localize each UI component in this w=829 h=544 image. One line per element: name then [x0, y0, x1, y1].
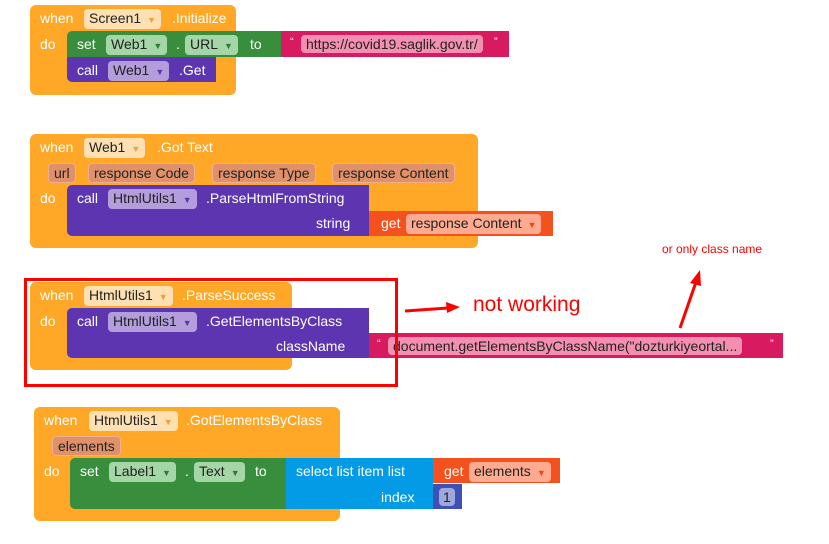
number-field[interactable]: 1 — [439, 488, 455, 506]
variable-dropdown[interactable]: elements ▼ — [469, 462, 551, 482]
chevron-down-icon: ▼ — [182, 195, 192, 205]
component-dropdown[interactable]: Screen1 ▼ — [84, 9, 162, 29]
dot-label: . — [176, 36, 180, 52]
event-name: .Initialize — [172, 10, 227, 26]
to-label: to — [250, 36, 262, 52]
call-label: call — [77, 190, 99, 206]
component-dropdown[interactable]: Label1 ▼ — [109, 462, 176, 482]
dropdown-value: Web1 — [89, 139, 126, 155]
dropdown-value: Screen1 — [89, 10, 142, 26]
select-list-item-block[interactable] — [286, 458, 433, 509]
do-label: do — [40, 36, 56, 52]
get-label: get — [381, 215, 401, 231]
chevron-down-icon: ▼ — [131, 144, 141, 154]
when-label: when — [40, 287, 74, 303]
event-name: .GotElementsByClass — [186, 412, 323, 428]
get-label: get — [444, 463, 464, 479]
property-dropdown[interactable]: Text ▼ — [194, 462, 245, 482]
dropdown-value: HtmlUtils1 — [89, 287, 153, 303]
event-name: .Got Text — [157, 139, 213, 155]
dropdown-value: HtmlUtils1 — [94, 412, 158, 428]
do-label: do — [40, 190, 56, 206]
select-list-item-label: select list item list — [296, 463, 405, 479]
arrow-right-icon — [404, 302, 460, 313]
highlight-box — [24, 278, 398, 387]
when-label: when — [40, 10, 74, 26]
chevron-down-icon: ▼ — [153, 41, 163, 51]
chevron-down-icon: ▼ — [155, 67, 165, 77]
chevron-down-icon: ▼ — [230, 468, 240, 478]
method-name: .ParseHtmlFromString — [206, 190, 345, 206]
component-dropdown[interactable]: HtmlUtils1 ▼ — [108, 189, 197, 209]
param-response-content[interactable]: response Content — [332, 163, 455, 183]
chevron-down-icon: ▼ — [182, 318, 192, 328]
not-working-note: not working — [473, 293, 581, 316]
set-label: set — [77, 36, 96, 52]
chevron-down-icon: ▼ — [163, 417, 173, 427]
dropdown-value: Web1 — [113, 62, 150, 78]
event-name: .ParseSuccess — [182, 287, 276, 303]
arg-label: className — [276, 338, 346, 354]
class-hint-note: or only class name — [662, 242, 763, 256]
dropdown-value: Text — [199, 463, 225, 479]
dropdown-value: Web1 — [111, 36, 148, 52]
close-quote: ” — [494, 36, 498, 48]
call-label: call — [77, 62, 99, 78]
chevron-down-icon: ▼ — [158, 292, 168, 302]
open-quote: “ — [290, 36, 294, 48]
dropdown-value: HtmlUtils1 — [113, 190, 177, 206]
component-dropdown[interactable]: HtmlUtils1 ▼ — [108, 312, 197, 332]
component-dropdown[interactable]: Web1 ▼ — [106, 35, 168, 55]
set-property-block[interactable] — [67, 31, 281, 57]
dropdown-value: URL — [190, 36, 219, 52]
component-dropdown[interactable]: Web1 ▼ — [84, 138, 146, 158]
dropdown-value: elements — [474, 463, 531, 479]
set-property-block[interactable] — [70, 458, 286, 509]
do-label: do — [40, 313, 56, 329]
chevron-down-icon: ▼ — [536, 468, 546, 478]
component-dropdown[interactable]: HtmlUtils1 ▼ — [89, 411, 178, 431]
method-name: .GetElementsByClass — [206, 313, 343, 329]
property-dropdown[interactable]: URL ▼ — [185, 35, 238, 55]
component-dropdown[interactable]: HtmlUtils1 ▼ — [84, 286, 173, 306]
chevron-down-icon: ▼ — [162, 468, 171, 478]
param-response-type[interactable]: response Type — [212, 163, 316, 183]
text-field[interactable]: https://covid19.saglik.gov.tr/ — [301, 35, 483, 53]
index-label: index — [381, 489, 415, 505]
text-field[interactable]: document.getElementsByClassName("dozturk… — [388, 337, 743, 355]
open-quote: “ — [377, 338, 381, 350]
component-dropdown[interactable]: Web1 ▼ — [108, 61, 170, 81]
call-label: call — [77, 313, 99, 329]
chevron-down-icon: ▼ — [527, 220, 537, 230]
arg-label: string — [316, 215, 351, 231]
dropdown-value: HtmlUtils1 — [113, 313, 177, 329]
close-quote: ” — [770, 338, 774, 350]
chevron-down-icon: ▼ — [147, 15, 157, 25]
when-label: when — [40, 139, 74, 155]
param-response-code[interactable]: response Code — [88, 163, 195, 183]
do-label: do — [44, 463, 60, 479]
set-label: set — [80, 463, 99, 479]
when-label: when — [44, 412, 78, 428]
chevron-down-icon: ▼ — [224, 41, 233, 51]
method-name: .Get — [179, 62, 206, 78]
variable-dropdown[interactable]: response Content ▼ — [406, 214, 542, 234]
dot-label: . — [185, 463, 189, 479]
dropdown-value: response Content — [411, 215, 522, 231]
arrow-up-icon — [678, 270, 701, 329]
param-url[interactable]: url — [48, 163, 76, 183]
to-label: to — [255, 463, 267, 479]
dropdown-value: Label1 — [114, 463, 157, 479]
param-elements[interactable]: elements — [52, 436, 121, 456]
